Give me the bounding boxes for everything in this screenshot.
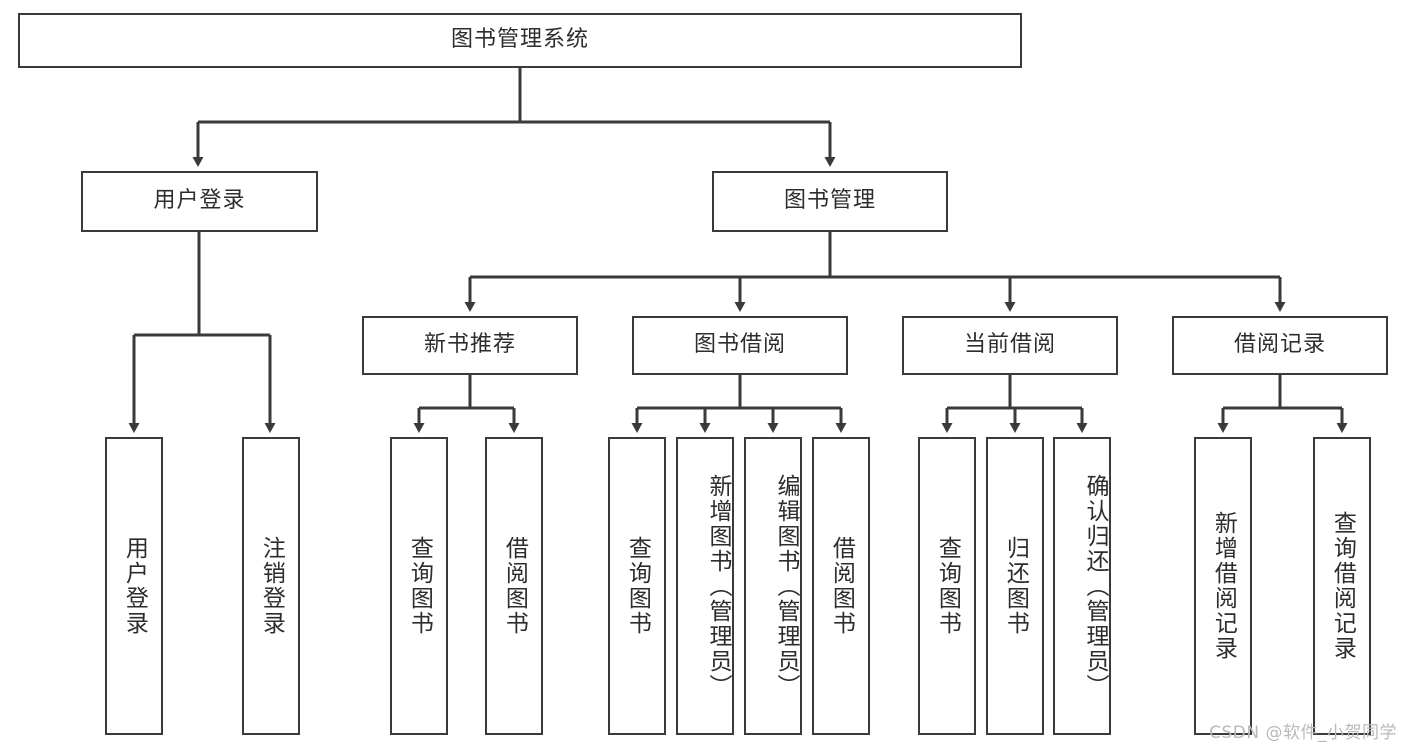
leaf-node-user-login[interactable]: 用户登录 xyxy=(105,437,163,735)
node-borrow-record[interactable]: 借阅记录 xyxy=(1172,316,1388,375)
node-label: 确认归还（管理员） xyxy=(1082,473,1108,699)
node-new-book-recommend[interactable]: 新书推荐 xyxy=(362,316,578,375)
node-label: 用户登录 xyxy=(121,536,148,636)
node-label: 图书管理 xyxy=(783,188,876,214)
leaf-node-return-book[interactable]: 归还图书 xyxy=(986,437,1044,735)
leaf-node-query-book-recommend[interactable]: 查询图书 xyxy=(390,437,448,735)
node-label: 借阅记录 xyxy=(1233,332,1326,358)
node-book-borrow[interactable]: 图书借阅 xyxy=(632,316,848,375)
leaf-node-add-book-admin[interactable]: 新增图书（管理员） xyxy=(676,437,734,735)
leaf-node-query-book-borrow[interactable]: 查询图书 xyxy=(608,437,666,735)
node-label: 图书管理系统 xyxy=(450,27,589,53)
node-label: 查询图书 xyxy=(934,536,961,636)
node-label: 图书借阅 xyxy=(693,332,786,358)
node-label: 借阅图书 xyxy=(828,536,855,636)
leaf-node-logout[interactable]: 注销登录 xyxy=(242,437,300,735)
node-label: 新书推荐 xyxy=(423,332,516,358)
leaf-node-query-borrow-record[interactable]: 查询借阅记录 xyxy=(1313,437,1371,735)
leaf-node-query-book-current[interactable]: 查询图书 xyxy=(918,437,976,735)
node-user-login[interactable]: 用户登录 xyxy=(81,171,318,232)
node-label: 借阅图书 xyxy=(501,536,528,636)
node-label: 查询图书 xyxy=(406,536,433,636)
leaf-node-borrow-book[interactable]: 借阅图书 xyxy=(812,437,870,735)
node-label: 用户登录 xyxy=(153,188,246,214)
node-label: 归还图书 xyxy=(1002,536,1029,636)
node-label: 注销登录 xyxy=(258,536,285,636)
node-root-book-management-system[interactable]: 图书管理系统 xyxy=(18,13,1022,68)
node-label: 当前借阅 xyxy=(963,332,1056,358)
leaf-node-confirm-return-admin[interactable]: 确认归还（管理员） xyxy=(1053,437,1111,735)
leaf-node-add-borrow-record[interactable]: 新增借阅记录 xyxy=(1194,437,1252,735)
node-book-management[interactable]: 图书管理 xyxy=(712,171,948,232)
csdn-watermark: CSDN @软件_小贺同学 xyxy=(1209,723,1397,743)
leaf-node-borrow-book-recommend[interactable]: 借阅图书 xyxy=(485,437,543,735)
node-label: 查询图书 xyxy=(624,536,651,636)
node-label: 新增图书（管理员） xyxy=(705,473,731,699)
node-label: 新增借阅记录 xyxy=(1210,511,1237,661)
node-current-borrow[interactable]: 当前借阅 xyxy=(902,316,1118,375)
node-label: 查询借阅记录 xyxy=(1329,511,1356,661)
leaf-node-edit-book-admin[interactable]: 编辑图书（管理员） xyxy=(744,437,802,735)
node-label: 编辑图书（管理员） xyxy=(773,473,799,699)
